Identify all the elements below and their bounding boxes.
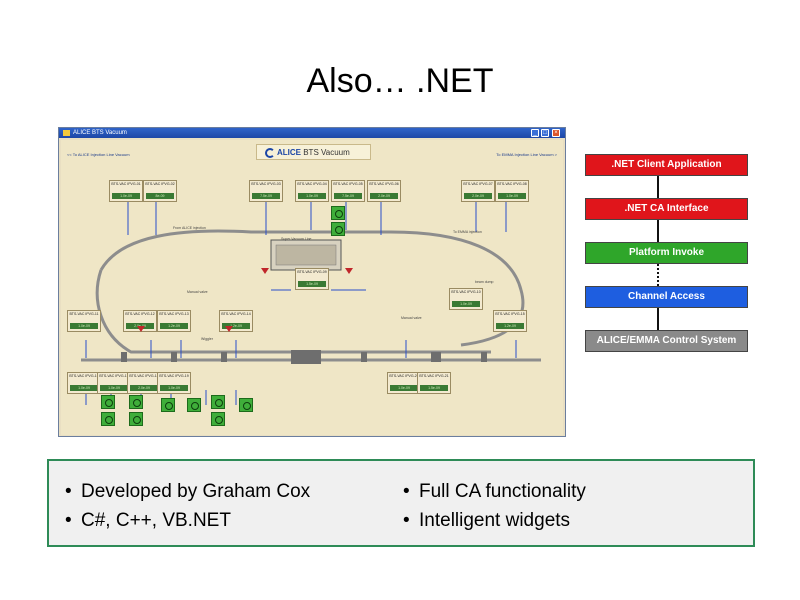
vacuum-synoptic: << To ALICE Injection Line Vacuum To EMM… [61, 140, 563, 435]
maximize-button[interactable]: □ [541, 129, 549, 137]
bullet-list-right: •Full CA functionality •Intelligent widg… [403, 477, 586, 535]
stack-layer-platform-invoke: Platform Invoke [585, 242, 748, 264]
synoptic-header: ALICE BTS Vacuum [256, 144, 371, 160]
pump-widget[interactable] [331, 206, 345, 220]
stack-layer-ca-interface: .NET CA Interface [585, 198, 748, 220]
annotation: To EMMA injection [453, 230, 482, 234]
close-button[interactable]: × [552, 129, 560, 137]
pump-widget[interactable] [129, 395, 143, 409]
stack-connector [657, 264, 659, 286]
pump-widget[interactable] [101, 412, 115, 426]
header-bts-vacuum: BTS Vacuum [301, 148, 350, 157]
bullet-item: •Intelligent widgets [403, 510, 571, 531]
window-title: ALICE BTS Vacuum [73, 130, 127, 136]
valve-icon[interactable] [345, 268, 353, 274]
window-titlebar[interactable]: ALICE BTS Vacuum _ □ × [59, 128, 565, 138]
valve-icon[interactable] [225, 326, 233, 332]
pump-widget[interactable] [187, 398, 201, 412]
minimize-button[interactable]: _ [531, 129, 539, 137]
valve-icon[interactable] [137, 326, 145, 332]
stack-connector [657, 220, 659, 242]
stack-connector [657, 308, 659, 330]
pump-widget[interactable] [239, 398, 253, 412]
bullet-item: •Full CA functionality [403, 481, 586, 502]
pump-widget[interactable] [211, 395, 225, 409]
stack-layer-client-app: .NET Client Application [585, 154, 748, 176]
bullet-item: •Developed by Graham Cox [65, 481, 311, 502]
nav-link-alice-injection[interactable]: << To ALICE Injection Line Vacuum [67, 152, 130, 157]
pump-widget[interactable] [129, 412, 143, 426]
app-icon [63, 130, 70, 136]
slide-title: Also… .NET [306, 62, 494, 100]
valve-icon[interactable] [261, 268, 269, 274]
stack-layer-control-system: ALICE/EMMA Control System [585, 330, 748, 352]
pump-widget[interactable] [211, 412, 225, 426]
bullet-box: •Developed by Graham Cox •C#, C++, VB.NE… [47, 459, 755, 547]
pump-widget[interactable] [161, 398, 175, 412]
pump-widget[interactable] [331, 222, 345, 236]
annotation: Manual valve [187, 290, 208, 294]
annotation: Wiggler [201, 337, 213, 341]
bullet-item: •C#, C++, VB.NET [65, 510, 231, 531]
stack-layer-channel-access: Channel Access [585, 286, 748, 308]
nav-link-emma-injection[interactable]: To EMMA Injection Line Vacuum > [496, 152, 557, 157]
header-alice: ALICE [277, 148, 301, 157]
stack-connector [657, 176, 659, 198]
pump-widget[interactable] [101, 395, 115, 409]
alice-bts-vacuum-window: ALICE BTS Vacuum _ □ × << To ALICE Injec… [58, 127, 566, 437]
alice-logo-icon [265, 148, 275, 158]
annotation: beam dump [475, 280, 494, 284]
annotation: Super Vacuum Line [281, 237, 312, 241]
annotation: From ALICE injection [173, 226, 206, 230]
bullet-list-left: •Developed by Graham Cox •C#, C++, VB.NE… [65, 477, 310, 535]
annotation: Manual valve [401, 316, 422, 320]
